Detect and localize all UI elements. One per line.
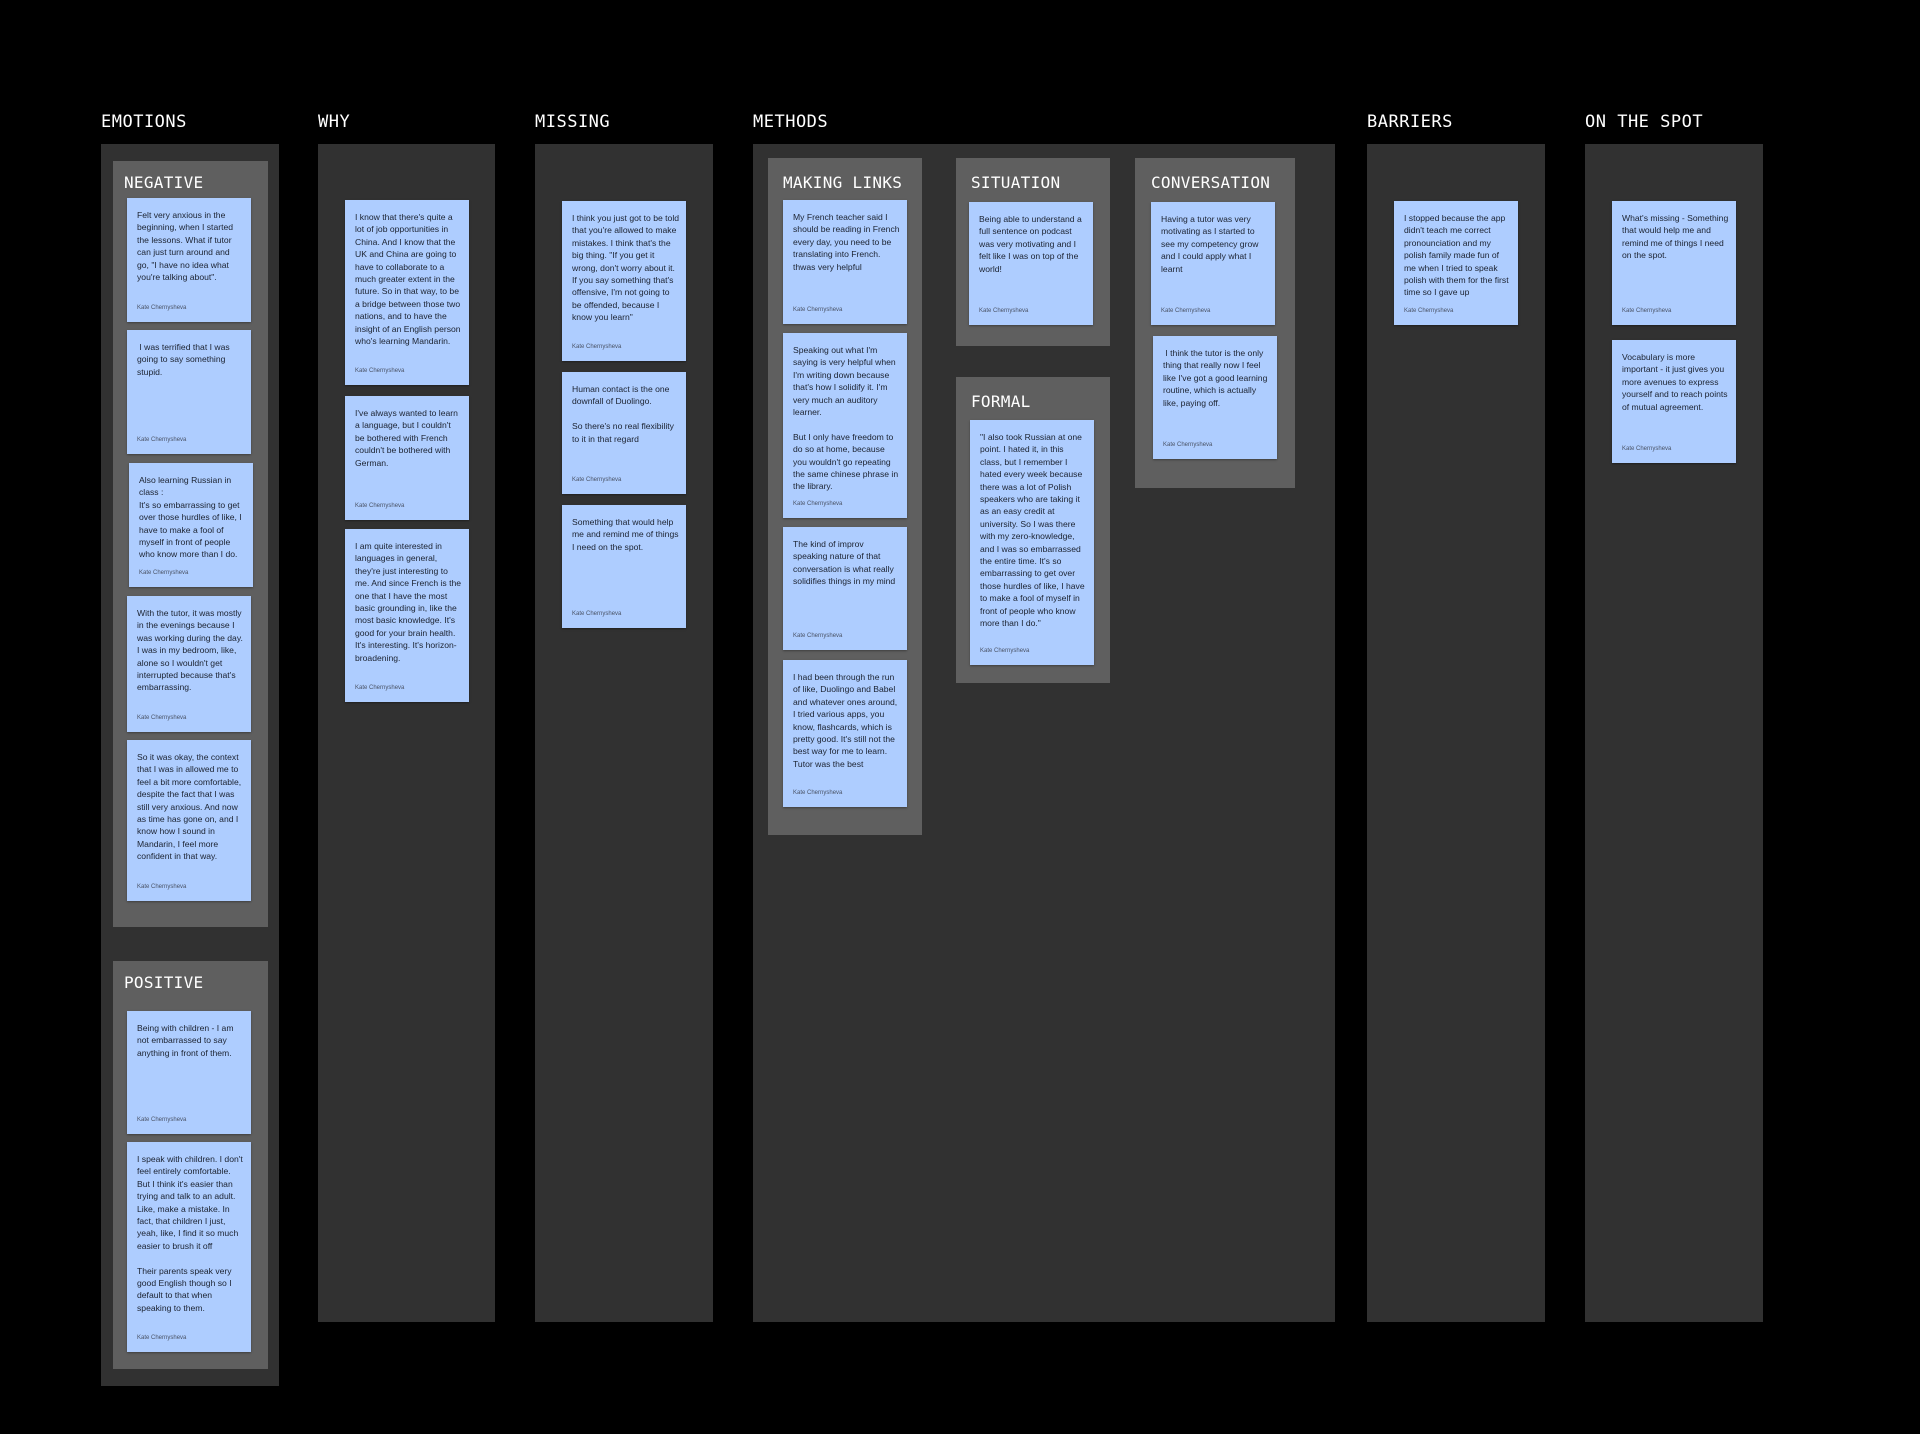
sticky-note-text: Felt very anxious in the beginning, when… xyxy=(137,210,236,283)
sticky-note-author: Kate Chernysheva xyxy=(1622,308,1672,314)
sticky-note-text: Speaking out what I'm saying is very hel… xyxy=(793,345,899,492)
sticky-note[interactable]: Human contact is the one downfall of Duo… xyxy=(562,372,686,494)
column-title-barriers: BARRIERS xyxy=(1367,112,1453,132)
sticky-note-text: My French teacher said I should be readi… xyxy=(793,212,902,272)
sticky-note-author: Kate Chernysheva xyxy=(572,477,622,483)
section-title-negative: NEGATIVE xyxy=(124,173,204,192)
sticky-note-text: Also learning Russian in class : It's so… xyxy=(139,475,242,560)
sticky-note[interactable]: With the tutor, it was mostly in the eve… xyxy=(127,596,251,732)
sticky-note[interactable]: I was terrified that I was going to say … xyxy=(127,330,251,454)
sticky-note-author: Kate Chernysheva xyxy=(355,685,405,691)
column-title-why: WHY xyxy=(318,112,351,132)
sticky-note-author: Kate Chernysheva xyxy=(137,1117,187,1123)
sticky-note-text: The kind of improv speaking nature of th… xyxy=(793,539,897,587)
column-title-emotions: EMOTIONS xyxy=(101,112,187,132)
sticky-note-text: Something that would help me and remind … xyxy=(572,517,681,552)
section-situation: SITUATION Being able to understand a ful… xyxy=(956,158,1110,346)
sticky-note-text: Human contact is the one downfall of Duo… xyxy=(572,384,674,444)
sticky-note-author: Kate Chernysheva xyxy=(793,307,843,313)
sticky-note-author: Kate Chernysheva xyxy=(572,344,622,350)
sticky-note-author: Kate Chernysheva xyxy=(355,503,405,509)
sticky-note[interactable]: I speak with children. I don't feel enti… xyxy=(127,1142,251,1352)
sticky-note-author: Kate Chernysheva xyxy=(1161,308,1211,314)
sticky-note-text: I've always wanted to learn a language, … xyxy=(355,408,461,468)
sticky-note[interactable]: Having a tutor was very motivating as I … xyxy=(1151,202,1275,325)
sticky-note[interactable]: Felt very anxious in the beginning, when… xyxy=(127,198,251,322)
section-formal: FORMAL "I also took Russian at one point… xyxy=(956,377,1110,683)
sticky-note-text: Being with children - I am not embarrass… xyxy=(137,1023,236,1058)
section-positive: POSITIVE Being with children - I am not … xyxy=(113,961,268,1369)
sticky-note-text: I know that there's quite a lot of job o… xyxy=(355,212,463,347)
section-negative: NEGATIVE Felt very anxious in the beginn… xyxy=(113,161,268,927)
sticky-note-author: Kate Chernysheva xyxy=(572,611,622,617)
sticky-note-author: Kate Chernysheva xyxy=(1404,308,1454,314)
sticky-note-author: Kate Chernysheva xyxy=(137,305,187,311)
sticky-note-text: I speak with children. I don't feel enti… xyxy=(137,1154,243,1313)
column-on-the-spot: What's missing - Something that would he… xyxy=(1585,144,1763,1322)
sticky-note-author: Kate Chernysheva xyxy=(355,368,405,374)
sticky-note-text: What's missing - Something that would he… xyxy=(1622,213,1731,261)
sticky-note-author: Kate Chernysheva xyxy=(980,648,1030,654)
sticky-note[interactable]: I think you just got to be told that you… xyxy=(562,201,686,361)
sticky-note[interactable]: Speaking out what I'm saying is very hel… xyxy=(783,333,907,518)
sticky-note-text: "I also took Russian at one point. I hat… xyxy=(980,432,1088,629)
sticky-note-text: I was terrified that I was going to say … xyxy=(137,342,233,377)
sticky-note-text: I had been through the run of like, Duol… xyxy=(793,672,900,769)
sticky-note[interactable]: The kind of improv speaking nature of th… xyxy=(783,527,907,650)
sticky-note-author: Kate Chernysheva xyxy=(137,715,187,721)
sticky-note-author: Kate Chernysheva xyxy=(139,570,189,576)
sticky-note-author: Kate Chernysheva xyxy=(1622,446,1672,452)
sticky-note[interactable]: My French teacher said I should be readi… xyxy=(783,200,907,324)
sticky-note-text: I stopped because the app didn't teach m… xyxy=(1404,213,1511,298)
section-title-formal: FORMAL xyxy=(971,392,1031,411)
column-barriers: I stopped because the app didn't teach m… xyxy=(1367,144,1545,1322)
sticky-note[interactable]: I had been through the run of like, Duol… xyxy=(783,660,907,807)
sticky-note[interactable]: Vocabulary is more important - it just g… xyxy=(1612,340,1736,463)
section-title-situation: SITUATION xyxy=(971,173,1061,192)
sticky-note-text: I think the tutor is the only thing that… xyxy=(1163,348,1270,408)
sticky-note-text: Being able to understand a full sentence… xyxy=(979,214,1085,274)
sticky-note-text: I am quite interested in languages in ge… xyxy=(355,541,464,663)
sticky-note[interactable]: "I also took Russian at one point. I hat… xyxy=(970,420,1094,665)
column-methods: MAKING LINKS My French teacher said I sh… xyxy=(753,144,1335,1322)
column-missing: I think you just got to be told that you… xyxy=(535,144,713,1322)
sticky-note-text: Vocabulary is more important - it just g… xyxy=(1622,352,1730,412)
sticky-note[interactable]: I am quite interested in languages in ge… xyxy=(345,529,469,702)
sticky-note-author: Kate Chernysheva xyxy=(137,437,187,443)
sticky-note[interactable]: So it was okay, the context that I was i… xyxy=(127,740,251,901)
section-conversation: CONVERSATION Having a tutor was very mot… xyxy=(1135,158,1295,488)
sticky-note-text: I think you just got to be told that you… xyxy=(572,213,682,323)
sticky-note[interactable]: Being with children - I am not embarrass… xyxy=(127,1011,251,1134)
column-emotions: NEGATIVE Felt very anxious in the beginn… xyxy=(101,144,279,1386)
section-title-conversation: CONVERSATION xyxy=(1151,173,1271,192)
section-title-positive: POSITIVE xyxy=(124,973,204,992)
sticky-note-author: Kate Chernysheva xyxy=(1163,442,1213,448)
section-making-links: MAKING LINKS My French teacher said I sh… xyxy=(768,158,922,835)
sticky-note[interactable]: I stopped because the app didn't teach m… xyxy=(1394,201,1518,325)
column-title-missing: MISSING xyxy=(535,112,611,132)
sticky-note[interactable]: Something that would help me and remind … xyxy=(562,505,686,628)
section-title-making-links: MAKING LINKS xyxy=(783,173,903,192)
column-why: I know that there's quite a lot of job o… xyxy=(318,144,495,1322)
sticky-note[interactable]: Also learning Russian in class : It's so… xyxy=(129,463,253,587)
sticky-note-author: Kate Chernysheva xyxy=(979,308,1029,314)
sticky-note-text: With the tutor, it was mostly in the eve… xyxy=(137,608,246,693)
sticky-note-author: Kate Chernysheva xyxy=(793,501,843,507)
sticky-note[interactable]: I've always wanted to learn a language, … xyxy=(345,396,469,520)
column-title-on-the-spot: ON THE SPOT xyxy=(1585,112,1704,132)
sticky-note-text: Having a tutor was very motivating as I … xyxy=(1161,214,1261,274)
sticky-note[interactable]: I think the tutor is the only thing that… xyxy=(1153,336,1277,459)
sticky-note-author: Kate Chernysheva xyxy=(793,790,843,796)
sticky-note[interactable]: Being able to understand a full sentence… xyxy=(969,202,1093,325)
sticky-note-text: So it was okay, the context that I was i… xyxy=(137,752,244,862)
sticky-note[interactable]: What's missing - Something that would he… xyxy=(1612,201,1736,325)
sticky-note-author: Kate Chernysheva xyxy=(793,633,843,639)
sticky-note-author: Kate Chernysheva xyxy=(137,1335,187,1341)
sticky-note-author: Kate Chernysheva xyxy=(137,884,187,890)
column-title-methods: METHODS xyxy=(753,112,829,132)
sticky-note[interactable]: I know that there's quite a lot of job o… xyxy=(345,200,469,385)
